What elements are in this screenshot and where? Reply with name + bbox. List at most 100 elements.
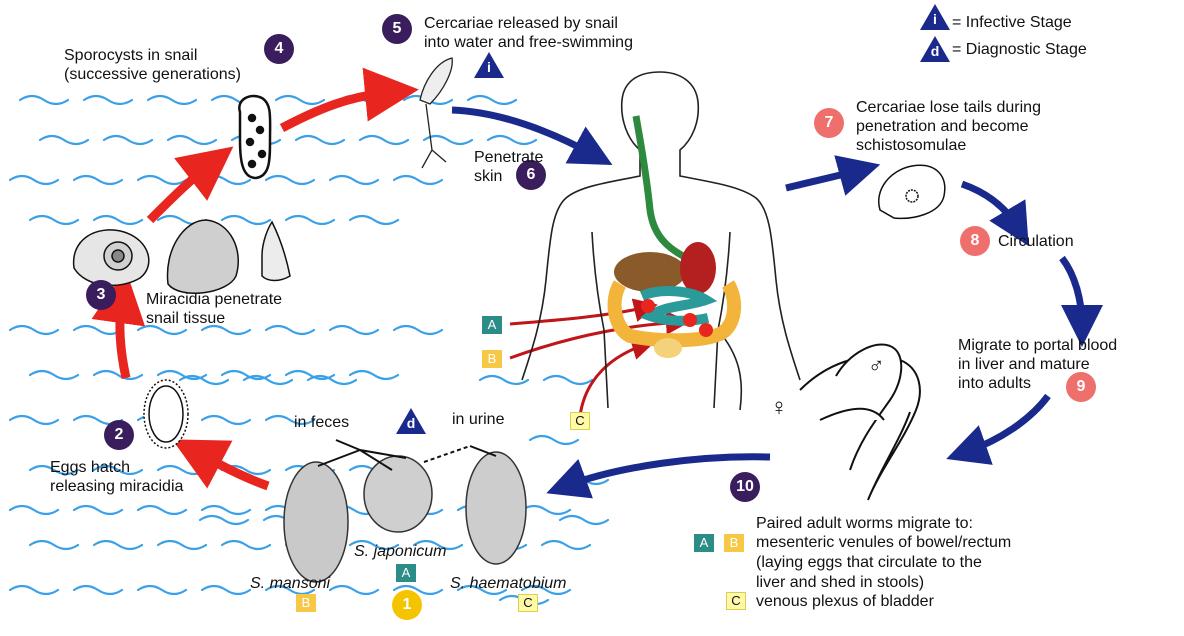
sporocyst-illustration: [239, 96, 270, 178]
step-4-number: 4: [264, 34, 294, 64]
water-wave: [10, 416, 58, 424]
infective-marker-symbol: i: [474, 59, 504, 75]
step-3-label: Miracidia penetrate snail tissue: [146, 290, 282, 328]
water-wave: [168, 136, 216, 144]
tag-b-mansoni: B: [296, 594, 316, 612]
water-wave: [84, 96, 132, 104]
water-wave: [94, 216, 142, 224]
water-wave: [74, 326, 122, 334]
s-japonicum-label: S. japonicum: [354, 542, 447, 561]
arrow-human-to-schistosomulum: [786, 170, 860, 188]
egg-illustrations: [284, 452, 526, 582]
water-wave: [530, 436, 578, 444]
water-wave: [330, 326, 378, 334]
arrow-snail-to-sporocyst: [150, 163, 212, 220]
arrow-sporocyst-to-cercaria: [282, 92, 392, 128]
water-wave: [560, 516, 608, 524]
water-wave: [222, 541, 270, 549]
schistosomulum-illustration: [879, 165, 945, 218]
tag-c-haematobium: C: [518, 594, 538, 612]
water-wave: [480, 376, 528, 384]
infective-marker-icon: i: [474, 52, 504, 78]
in-urine-label: in urine: [452, 410, 504, 429]
water-wave: [394, 326, 442, 334]
water-wave: [30, 541, 78, 549]
miracidium-illustration: [144, 380, 188, 448]
arrow-to-circulation: [962, 184, 1018, 228]
step-8-number: 8: [960, 226, 990, 256]
infective-stage-icon: i: [920, 4, 950, 30]
arrow-portal-to-worms: [966, 396, 1048, 452]
water-wave: [330, 586, 378, 594]
water-wave: [360, 136, 408, 144]
water-wave: [74, 506, 122, 514]
infective-stage-label: = Infective Stage: [952, 13, 1072, 32]
water-wave: [542, 541, 590, 549]
adult-worms-line-5: venous plexus of bladder: [756, 592, 934, 611]
step-2-number: 2: [104, 420, 134, 450]
arrow-miracidium-to-snail: [120, 296, 126, 378]
step-9-label: Migrate to portal blood in liver and mat…: [958, 336, 1117, 393]
water-wave: [522, 506, 570, 514]
step-2-label: Eggs hatch releasing miracidia: [50, 458, 183, 496]
gi-tract: [614, 116, 734, 358]
water-wave: [394, 176, 442, 184]
tag-c-gut: C: [570, 412, 590, 430]
female-symbol: ♀: [770, 398, 788, 417]
water-wave: [350, 371, 398, 379]
water-wave: [158, 541, 206, 549]
water-wave: [266, 176, 314, 184]
water-wave: [94, 541, 142, 549]
arrow-eggs-to-miracidium: [196, 452, 268, 486]
water-wave: [544, 376, 592, 384]
water-wave: [148, 96, 196, 104]
water-wave: [30, 216, 78, 224]
tag-b-gut: B: [482, 350, 502, 368]
adult-worms-line-1: Paired adult worms migrate to:: [756, 514, 973, 533]
water-wave: [10, 506, 58, 514]
water-wave: [286, 216, 334, 224]
water-wave: [138, 176, 186, 184]
water-wave: [10, 586, 58, 594]
diagnostic-stage-label: = Diagnostic Stage: [952, 40, 1087, 59]
water-wave: [202, 586, 250, 594]
water-wave: [10, 326, 58, 334]
tag-a-worms: A: [694, 534, 714, 552]
diagnostic-marker-icon: d: [396, 408, 426, 434]
water-wave: [10, 176, 58, 184]
arrow-circulation-to-portal: [1062, 258, 1082, 326]
water-wave: [296, 136, 344, 144]
step-8-label: Circulation: [998, 232, 1074, 251]
step-7-label: Cercariae lose tails during penetration …: [856, 98, 1041, 155]
step-4-label: Sporocysts in snail (successive generati…: [64, 46, 241, 84]
water-wave: [74, 176, 122, 184]
water-wave: [200, 516, 248, 524]
water-wave: [222, 216, 270, 224]
water-wave: [138, 586, 186, 594]
water-wave: [30, 371, 78, 379]
tag-a-gut: A: [482, 316, 502, 334]
water-wave: [202, 176, 250, 184]
water-wave: [94, 371, 142, 379]
water-wave: [202, 416, 250, 424]
tag-c-worms: C: [726, 592, 746, 610]
water-wave: [20, 96, 68, 104]
water-wave: [468, 96, 516, 104]
diagnostic-marker-symbol: d: [396, 415, 426, 431]
water-wave: [350, 216, 398, 224]
diagnostic-symbol: d: [920, 43, 950, 59]
infective-symbol: i: [920, 11, 950, 27]
water-wave: [330, 176, 378, 184]
in-feces-label: in feces: [294, 413, 349, 432]
step-6-label: Penetrate skin: [474, 148, 543, 186]
step-5-label: Cercariae released by snail into water a…: [424, 14, 633, 52]
step-5-number: 5: [382, 14, 412, 44]
adult-worms-line-2: mesenteric venules of bowel/rectum: [756, 533, 1011, 552]
adult-worms-line-3: (laying eggs that circulate to the: [756, 553, 982, 572]
s-mansoni-label: S. mansoni: [250, 574, 330, 593]
step-3-number: 3: [86, 280, 116, 310]
water-wave: [138, 506, 186, 514]
tag-a-japonicum: A: [396, 564, 416, 582]
tag-b-worms: B: [724, 534, 744, 552]
